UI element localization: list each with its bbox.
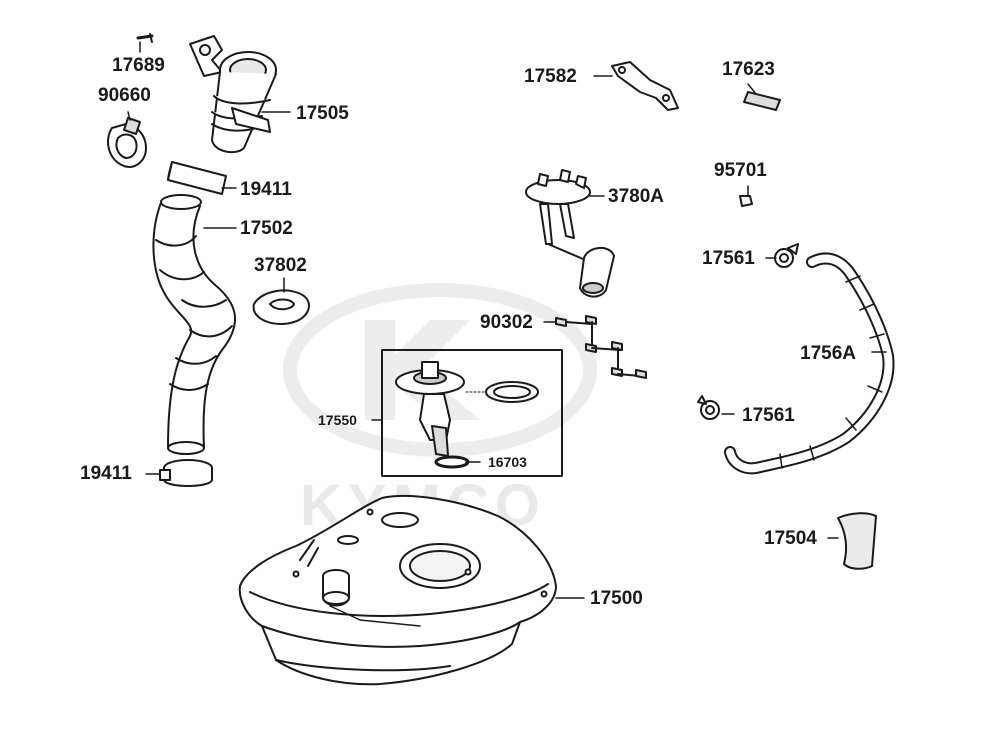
fuel-level-sender-3780a	[525, 169, 615, 298]
part-label-90302: 90302	[480, 312, 533, 333]
part-label-17550: 17550	[318, 412, 357, 428]
part-label-1756a: 1756A	[800, 343, 856, 364]
fuel-tank-17500	[238, 495, 585, 686]
part-label-17504: 17504	[764, 528, 817, 549]
hose-clip-17561-lower	[697, 395, 735, 420]
filler-neck-17505	[189, 35, 291, 154]
part-label-17500: 17500	[590, 588, 643, 609]
part-label-17561-lower: 17561	[742, 405, 795, 426]
part-label-19411-upper: 19411	[240, 179, 292, 200]
part-label-17505: 17505	[296, 103, 349, 124]
part-label-3780a: 3780A	[608, 186, 664, 207]
pad-17623	[743, 83, 781, 111]
clip-17689	[136, 33, 154, 53]
filler-hose-17502	[152, 194, 237, 455]
band-clamp-19411-upper	[167, 161, 237, 195]
part-label-90660: 90660	[98, 85, 151, 106]
bracket-17582	[593, 61, 679, 111]
gasket-37802	[252, 277, 310, 325]
part-label-17623: 17623	[722, 59, 775, 80]
part-label-17582: 17582	[524, 66, 577, 87]
part-label-16703: 16703	[488, 454, 527, 470]
part-label-19411-lower: 19411	[80, 463, 132, 484]
part-label-17689: 17689	[112, 55, 165, 76]
part-label-95701: 95701	[714, 160, 767, 181]
breather-hose-1756a	[724, 252, 895, 475]
hose-clip-17561-upper	[765, 243, 799, 268]
part-label-17561-upper: 17561	[702, 248, 755, 269]
band-clamp-19411-lower	[145, 459, 213, 487]
cushion-17504	[827, 512, 877, 570]
bolt-95701	[739, 185, 753, 207]
fuel-pump-17550	[371, 349, 563, 477]
hose-clamp-90660	[107, 111, 147, 168]
screws-90302	[543, 315, 647, 379]
part-label-37802: 37802	[254, 255, 307, 276]
part-label-17502: 17502	[240, 218, 293, 239]
